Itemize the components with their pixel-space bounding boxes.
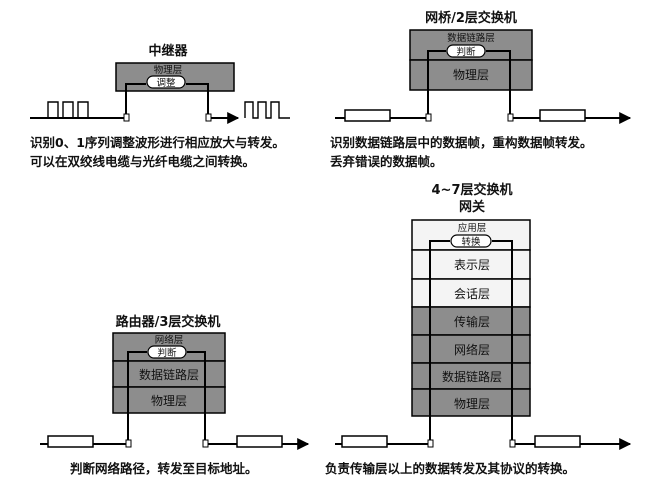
router-network-label: 网络层 bbox=[155, 334, 184, 346]
bridge-judge-label: 判断 bbox=[456, 46, 476, 58]
gateway-datalink-layer bbox=[411, 362, 531, 390]
gateway-title-2: 网关 bbox=[459, 199, 485, 215]
repeater-adjust-label: 调整 bbox=[156, 77, 176, 89]
bridge-title: 网桥/2层交换机 bbox=[425, 10, 517, 26]
gateway-physical-label: 物理层 bbox=[454, 397, 490, 411]
router-datalink-label: 数据链路层 bbox=[139, 367, 199, 382]
router-cable-left bbox=[47, 435, 94, 448]
router-port-right bbox=[202, 439, 209, 448]
bridge-caption-2: 丢弃错误的数据帧。 bbox=[330, 154, 443, 169]
restored-waveform bbox=[244, 101, 290, 119]
gateway-physical-layer bbox=[411, 388, 531, 417]
gateway-signal-out bbox=[492, 240, 632, 450]
gateway-network-label: 网络层 bbox=[454, 342, 490, 357]
repeater-panel: 中继器 物理层 调整 识别0、1序列调整波形进行相应放大与转发。 可以在双绞线电… bbox=[30, 43, 290, 169]
gateway-panel: 4~7层交换机 网关 应用层 转换 表示层 会话层 传输层 网络层 数据链路层 … bbox=[325, 182, 632, 476]
gateway-transport-layer bbox=[411, 306, 531, 336]
repeater-title: 中继器 bbox=[148, 43, 188, 59]
gateway-convert-tag bbox=[450, 234, 492, 248]
router-physical-layer bbox=[112, 386, 226, 414]
gateway-session-layer bbox=[411, 278, 531, 308]
gateway-presentation-label: 表示层 bbox=[454, 258, 490, 272]
router-physical-label: 物理层 bbox=[151, 394, 187, 408]
repeater-caption-1: 识别0、1序列调整波形进行相应放大与转发。 bbox=[30, 135, 285, 150]
repeater-adjust-tag bbox=[146, 75, 186, 89]
gateway-application-label: 应用层 bbox=[458, 222, 487, 234]
gateway-datalink-label: 数据链路层 bbox=[442, 369, 502, 384]
bridge-port-left bbox=[425, 113, 432, 122]
gateway-title-1: 4~7层交换机 bbox=[432, 182, 513, 198]
gateway-session-label: 会话层 bbox=[454, 287, 490, 301]
bridge-port-right bbox=[507, 113, 514, 122]
router-cable-right bbox=[236, 435, 283, 448]
gateway-transport-label: 传输层 bbox=[454, 314, 490, 329]
gateway-caption: 负责传输层以上的数据转发及其协议的转换。 bbox=[325, 461, 575, 476]
router-datalink-layer bbox=[112, 360, 226, 388]
router-title: 路由器/3层交换机 bbox=[116, 314, 221, 330]
distorted-waveform bbox=[47, 101, 89, 119]
bridge-caption-1: 识别数据链路层中的数据帧，重构数据帧转发。 bbox=[330, 135, 593, 150]
repeater-signal-out bbox=[186, 83, 240, 124]
bridge-panel: 网桥/2层交换机 数据链路层 判断 物理层 识别数据链路层中的数据帧，重构数据帧… bbox=[330, 10, 632, 169]
router-judge-label: 判断 bbox=[157, 347, 177, 359]
gateway-convert-label: 转换 bbox=[461, 236, 481, 248]
repeater-port-right bbox=[205, 113, 212, 122]
gateway-port-left bbox=[427, 439, 434, 448]
router-port-left bbox=[125, 439, 132, 448]
repeater-port-left bbox=[123, 113, 130, 122]
bridge-cable-right bbox=[539, 109, 586, 122]
gateway-presentation-layer bbox=[411, 249, 531, 280]
gateway-cable-left bbox=[341, 435, 388, 448]
bridge-cable-left bbox=[344, 109, 391, 122]
bridge-physical-label: 物理层 bbox=[453, 68, 489, 82]
router-panel: 路由器/3层交换机 网络层 判断 数据链路层 物理层 判断网络路径，转发至目标地… bbox=[40, 314, 310, 476]
router-judge-tag bbox=[147, 345, 187, 359]
repeater-caption-2: 可以在双绞线电缆与光纤电缆之间转换。 bbox=[30, 154, 255, 169]
gateway-network-layer bbox=[411, 334, 531, 364]
repeater-layer-label: 物理层 bbox=[154, 64, 183, 76]
router-signal-out bbox=[187, 351, 310, 450]
router-caption: 判断网络路径，转发至目标地址。 bbox=[70, 461, 258, 476]
bridge-datalink-label: 数据链路层 bbox=[447, 32, 495, 44]
bridge-physical-layer bbox=[409, 59, 533, 91]
bridge-judge-tag bbox=[446, 44, 486, 58]
gateway-cable-right bbox=[534, 435, 581, 448]
gateway-port-right bbox=[509, 439, 516, 448]
